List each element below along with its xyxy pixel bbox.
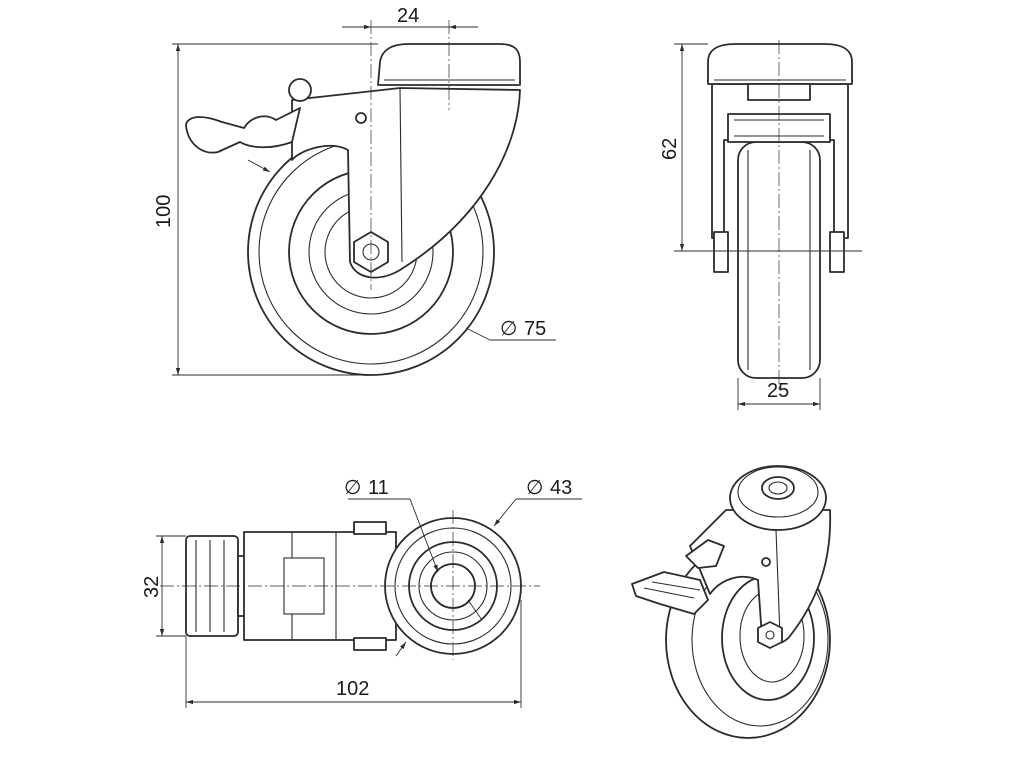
front-axle-nut-right bbox=[829, 231, 845, 273]
dim-bolt-hole: 11 bbox=[368, 477, 389, 499]
dim-offset: 24 bbox=[397, 5, 419, 27]
side-view: 24 100 ∅ 75 bbox=[153, 5, 556, 376]
dim-plate-width: 32 bbox=[141, 576, 163, 598]
iso-axle-nut bbox=[757, 621, 783, 649]
dim-mount-height: 62 bbox=[659, 138, 681, 160]
side-brake-lever bbox=[185, 107, 301, 154]
side-fork bbox=[291, 87, 521, 279]
top-axle-nut-upper bbox=[353, 521, 387, 535]
front-view: 62 25 bbox=[659, 40, 862, 410]
dim-top-diameter-symbol: ∅ bbox=[526, 477, 543, 499]
dim-top-diameter: 43 bbox=[550, 477, 572, 499]
dim-bolt-hole-symbol: ∅ bbox=[344, 477, 361, 499]
iso-view bbox=[631, 465, 832, 739]
dim-wheel-diameter: 75 bbox=[524, 318, 546, 340]
dim-wheel-diameter-symbol: ∅ bbox=[500, 318, 517, 340]
front-top-socket bbox=[707, 43, 853, 85]
front-axle-nut-left bbox=[713, 231, 729, 273]
iso-fork bbox=[689, 509, 832, 645]
dim-overall-length: 102 bbox=[336, 678, 369, 700]
dim-overall-height: 100 bbox=[153, 195, 175, 228]
top-axle-nut-lower bbox=[353, 637, 387, 651]
top-view: ∅ 11 ∅ 43 32 102 bbox=[141, 477, 582, 708]
dim-wheel-width: 25 bbox=[767, 380, 789, 402]
